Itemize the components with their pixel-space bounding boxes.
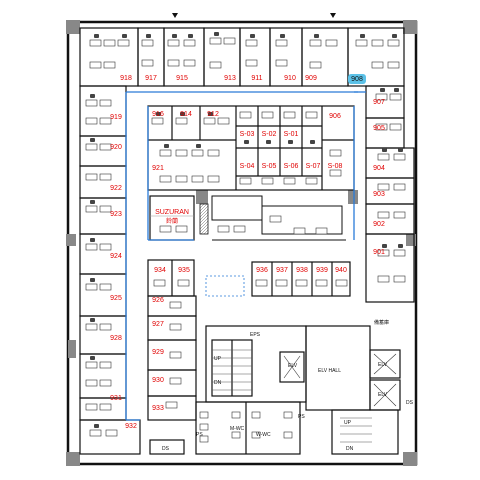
pillar xyxy=(403,452,417,466)
suzuran-label: SUZURAN xyxy=(155,209,189,216)
dn-label: DN xyxy=(346,446,354,452)
room-label-r923: 923 xyxy=(110,211,122,218)
room-label-r940: 940 xyxy=(335,267,347,274)
mid-offices-left xyxy=(147,259,195,297)
room-label-r936: 936 xyxy=(256,267,268,274)
room-label-r926: 926 xyxy=(152,297,164,304)
stair-treads xyxy=(212,349,372,443)
room-label-r905: 905 xyxy=(373,125,385,132)
pillar xyxy=(406,234,416,246)
wwc-label: W-WC xyxy=(256,432,271,438)
stair-partition xyxy=(199,203,209,235)
room-label-r933: 933 xyxy=(152,405,164,412)
room-label-s03: S-03 xyxy=(240,131,255,138)
storage-label: 備蓄庫 xyxy=(374,319,389,326)
room-label-r903: 903 xyxy=(373,191,385,198)
elv-label: ELV xyxy=(288,363,298,369)
arrow-down-icon xyxy=(172,13,178,18)
elv-hall-label: ELV HALL xyxy=(318,368,341,374)
room-label-s01: S-01 xyxy=(284,131,299,138)
pillar xyxy=(66,234,76,246)
room-label-r916: 916 xyxy=(152,111,164,118)
up-label: UP xyxy=(214,356,222,362)
room-label-r920: 920 xyxy=(110,144,122,151)
room-label-r924: 924 xyxy=(110,253,122,260)
pillar xyxy=(66,20,80,34)
room-label-r921: 921 xyxy=(152,165,164,172)
pillar xyxy=(348,190,358,204)
suzuran-sublabel: 鈴蘭 xyxy=(166,217,178,225)
mid-offices-right xyxy=(251,261,351,297)
room-label-r909: 909 xyxy=(305,75,317,82)
room-label-r902: 902 xyxy=(373,221,385,228)
arrow-down-icon xyxy=(330,13,336,18)
room-label-r930: 930 xyxy=(152,377,164,384)
ds-label: DS xyxy=(406,400,414,406)
room-label-r938: 938 xyxy=(296,267,308,274)
eps-label: EPS xyxy=(250,332,261,338)
room-label-r934: 934 xyxy=(154,267,166,274)
corridor-lines xyxy=(125,91,366,421)
right-office-column xyxy=(365,85,415,303)
elv-label: ELV xyxy=(378,362,388,368)
room-label-r904: 904 xyxy=(373,165,385,172)
room-label-r931: 931 xyxy=(110,395,122,402)
room-label-s08: S-08 xyxy=(328,163,343,170)
top-office-row xyxy=(79,27,405,87)
room-label-r935: 935 xyxy=(178,267,190,274)
room-label-r910: 910 xyxy=(284,75,296,82)
room-label-r913: 913 xyxy=(224,75,236,82)
ds-label: DS xyxy=(162,446,170,452)
room-label-s05: S-05 xyxy=(262,163,277,170)
room-label-r908: 908 xyxy=(351,76,363,83)
inner-offices xyxy=(147,105,355,191)
ps-label: PS xyxy=(298,414,305,420)
pillar xyxy=(68,340,76,358)
room-label-r911: 911 xyxy=(251,75,262,82)
room-label-r928: 928 xyxy=(110,335,122,342)
up-label: UP xyxy=(344,420,352,426)
room-label-r925: 925 xyxy=(110,295,122,302)
suzuran-room xyxy=(149,195,195,241)
building-core xyxy=(149,325,401,455)
pillar xyxy=(196,190,208,204)
room-label-r914: 914 xyxy=(180,111,192,118)
stair-landing xyxy=(205,275,245,297)
room-label-r932: 932 xyxy=(125,423,137,430)
room-label-r937: 937 xyxy=(276,267,288,274)
room-label-r906: 906 xyxy=(329,113,341,120)
room-label-r917: 917 xyxy=(145,75,157,82)
dn-label: DN xyxy=(214,380,222,386)
pillar xyxy=(66,452,80,466)
room-label-s07: S-07 xyxy=(306,163,321,170)
room-label-r929: 929 xyxy=(152,349,164,356)
room-label-r901: 901 xyxy=(373,249,385,256)
room-label-s04: S-04 xyxy=(240,163,255,170)
lower-interior-offices xyxy=(147,295,197,421)
room-label-r922: 922 xyxy=(110,185,122,192)
room-label-r907: 907 xyxy=(373,99,385,106)
ps-label: PS xyxy=(196,432,203,438)
room-label-s06: S-06 xyxy=(284,163,299,170)
room-label-r939: 939 xyxy=(316,267,328,274)
room-labels: 918 917 915 913 911 910 909 908 907 905 904 903 902 9… xyxy=(110,75,385,430)
pillar xyxy=(403,20,417,34)
room-label-r918: 918 xyxy=(120,75,132,82)
room-label-r915: 915 xyxy=(176,75,188,82)
elv-label: ELV xyxy=(378,392,388,398)
facility-labels: EPS UP DN ELV ELV HALL ELV ELV PS M-WC W… xyxy=(162,319,414,452)
elevator-shafts xyxy=(283,353,397,407)
room-label-r927: 927 xyxy=(152,321,164,328)
room-908-highlight xyxy=(348,74,366,84)
room-label-s02: S-02 xyxy=(262,131,277,138)
mwc-label: M-WC xyxy=(230,426,245,432)
wc-fixtures xyxy=(199,411,293,443)
room-label-r912: 912 xyxy=(207,111,219,118)
room-label-r919: 919 xyxy=(110,114,122,121)
